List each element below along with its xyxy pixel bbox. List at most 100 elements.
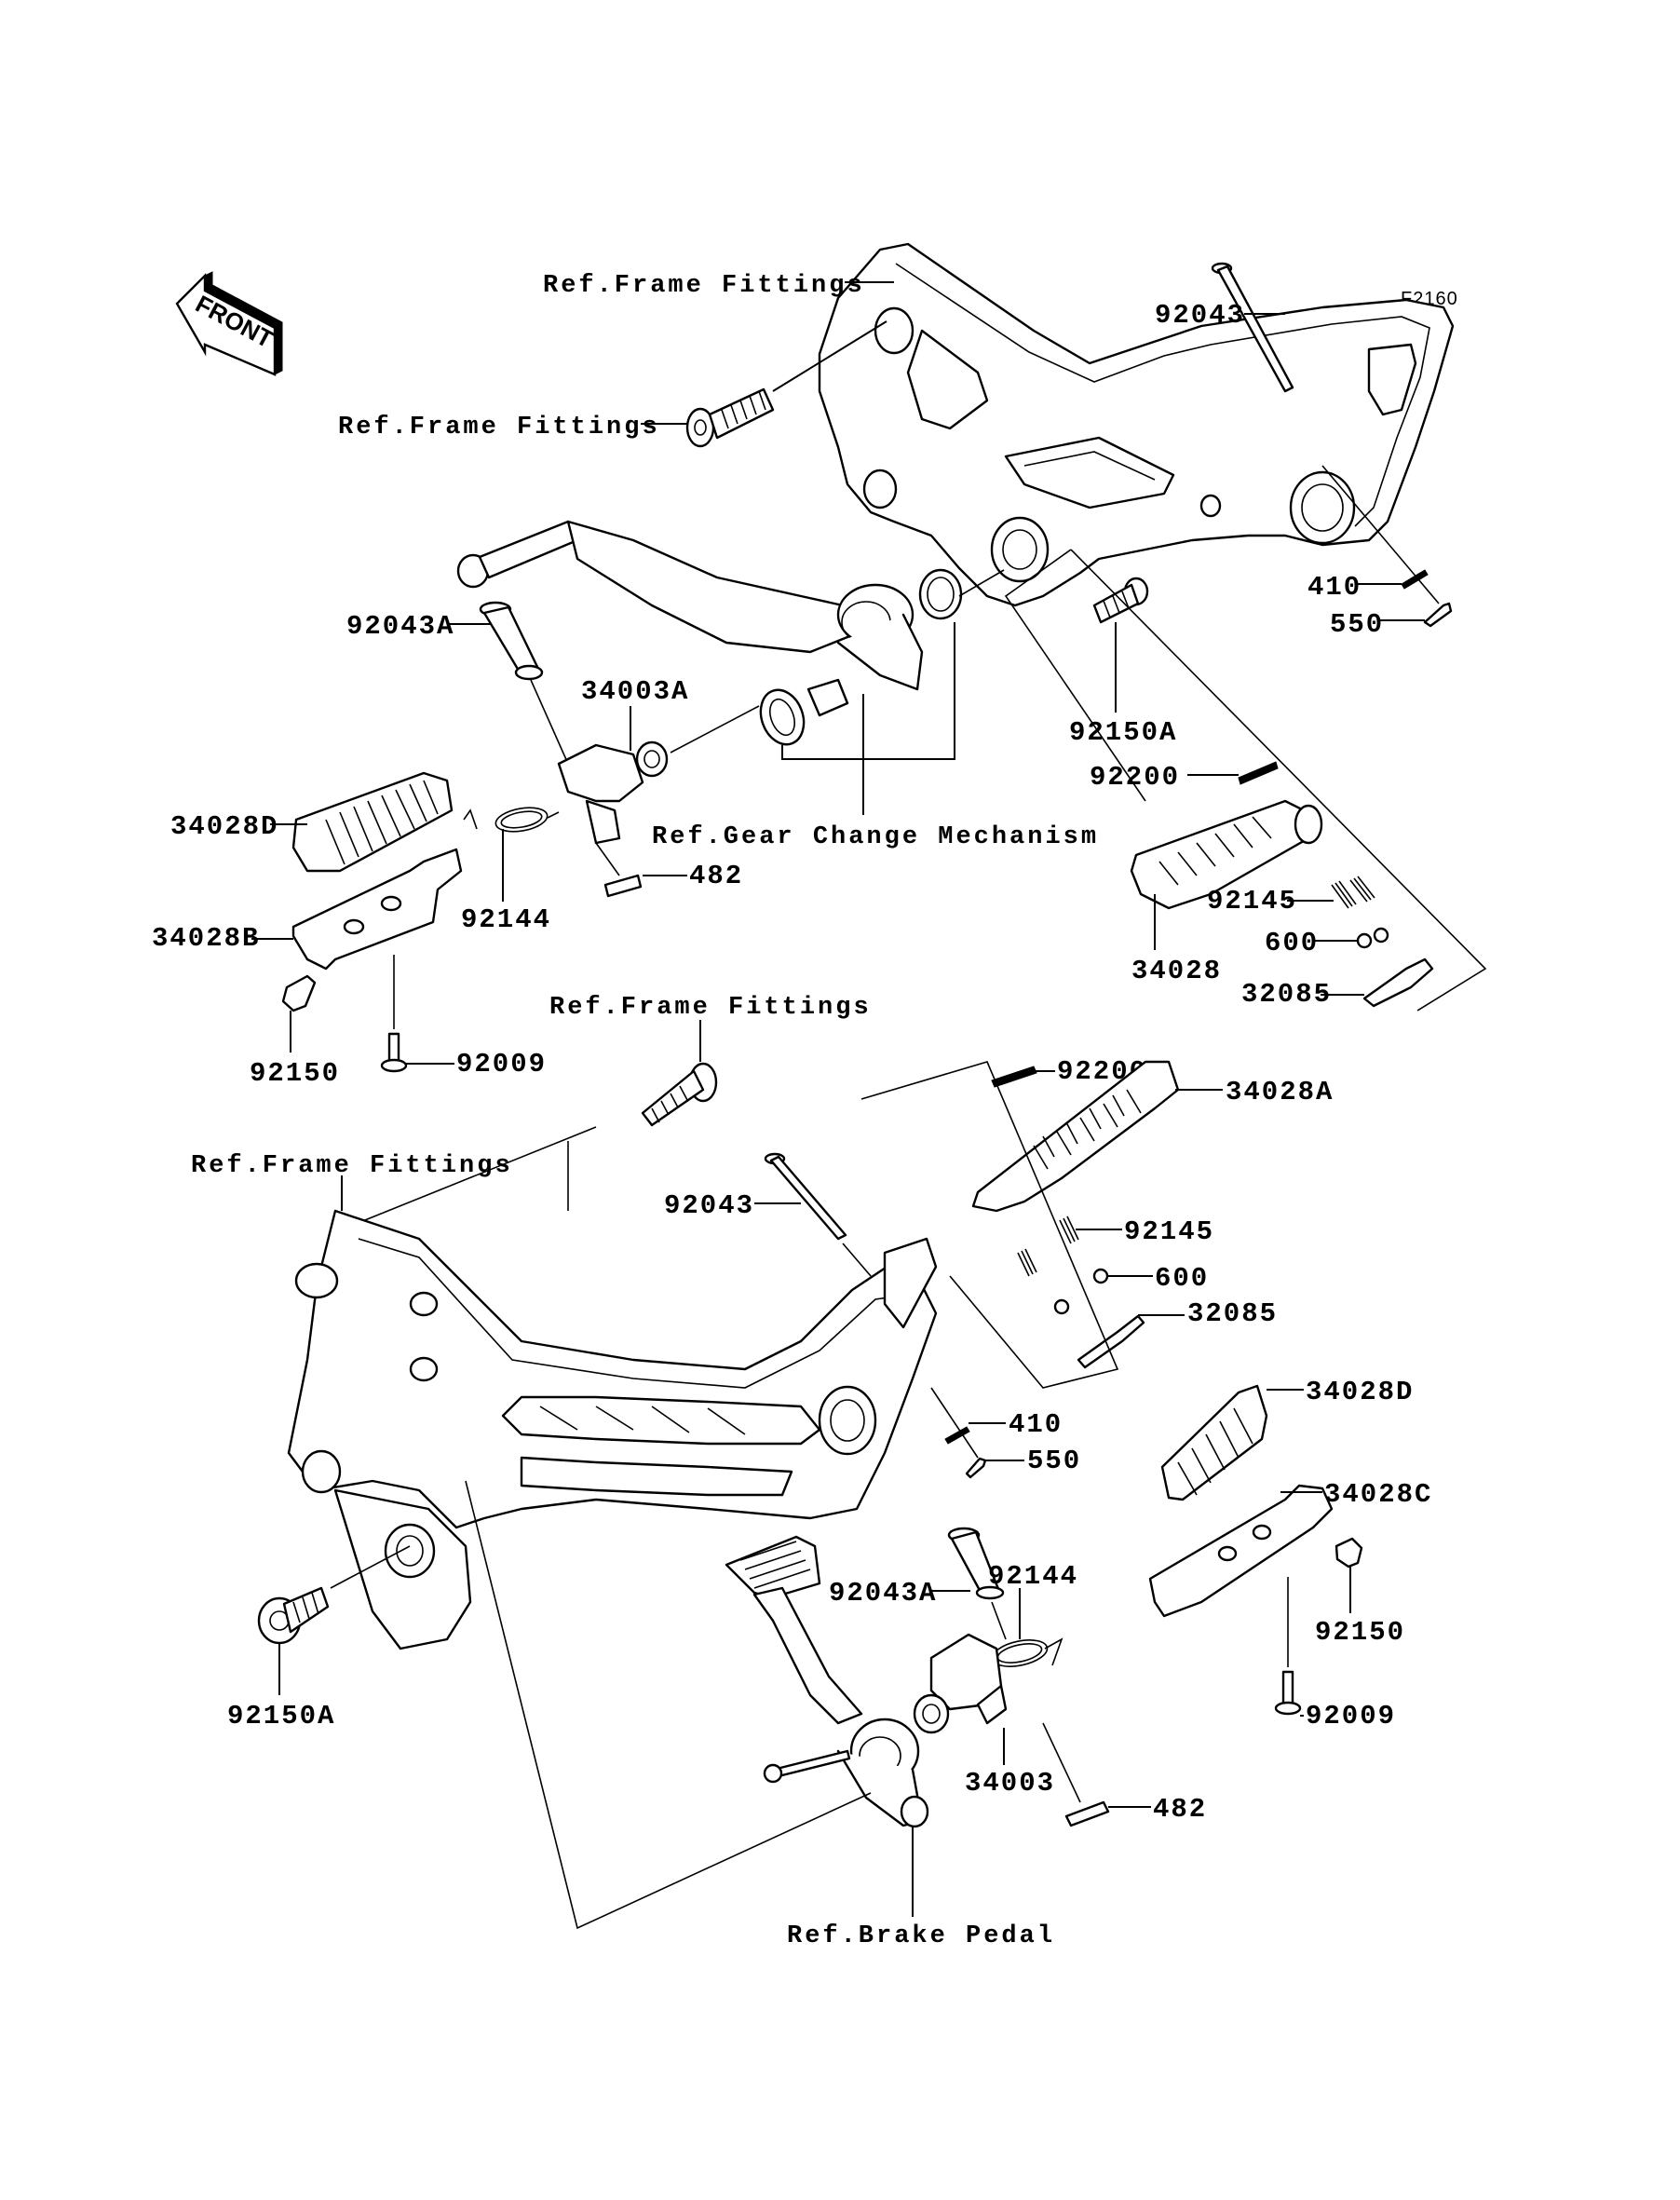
leader-line — [1321, 465, 1440, 604]
part-label-92150A-lower: 92150A — [227, 1701, 335, 1731]
part-label-550-lower: 550 — [1027, 1446, 1081, 1476]
ball-600-lower — [1053, 1298, 1070, 1315]
part-label-34028D-upper: 34028D — [170, 811, 278, 842]
front-arrow-icon: FRONT — [175, 271, 283, 376]
leader-line — [670, 705, 760, 754]
part-label-92150A-upper: 92150A — [1069, 717, 1177, 748]
spring-92145-lower — [1017, 1215, 1079, 1277]
part-label-92145-lower: 92145 — [1124, 1216, 1214, 1247]
ref-gear-change-mechanism-label: Ref.Gear Change Mechanism — [652, 823, 1099, 851]
footpeg-34028B — [291, 848, 463, 971]
part-label-34003: 34003 — [965, 1768, 1055, 1799]
lower-assembly: Ref.Frame Fittings Ref.Frame Fittings — [191, 994, 1432, 1950]
lever-joint-34003 — [913, 1633, 1008, 1734]
pin-92043-lower — [764, 1152, 847, 1241]
leader-line — [330, 1545, 411, 1589]
leader-line — [530, 679, 569, 765]
leader-line — [930, 1387, 979, 1459]
part-label-92009-lower: 92009 — [1306, 1701, 1396, 1731]
bolt-92150A-upper — [1092, 577, 1149, 624]
ref-frame-fittings-label-2: Ref.Frame Fittings — [338, 414, 660, 441]
ref-frame-fittings-label-4: Ref.Frame Fittings — [191, 1152, 513, 1180]
ball-600-upper — [1356, 932, 1373, 949]
leader-line — [772, 320, 887, 392]
leader-line — [991, 1601, 1007, 1640]
cotter-pin-550-upper — [1423, 602, 1453, 628]
ball-600-lower — [1092, 1268, 1109, 1284]
clip-482-lower — [1064, 1800, 1110, 1827]
part-label-34028B: 34028B — [152, 923, 260, 954]
bracket-line — [1070, 549, 1487, 1012]
leader-line — [842, 1243, 872, 1277]
leader-line — [341, 1126, 597, 1230]
ref-frame-fittings-label-3: Ref.Frame Fittings — [549, 994, 872, 1022]
part-label-34028A: 34028A — [1226, 1077, 1334, 1107]
part-label-600-lower: 600 — [1155, 1263, 1209, 1294]
brake-pedal — [725, 1535, 929, 1828]
footpeg-34028A — [971, 1060, 1180, 1213]
screw-92009-lower — [1274, 1670, 1302, 1716]
pin-92043-upper — [1211, 262, 1294, 393]
right-footrest-bracket — [818, 242, 1455, 607]
part-label-482-lower: 482 — [1153, 1794, 1207, 1825]
pin-92043A-lower — [947, 1527, 1005, 1600]
part-label-92043-upper: 92043 — [1155, 300, 1245, 331]
part-label-34028: 34028 — [1131, 956, 1222, 986]
washer-92200-upper — [1238, 761, 1279, 785]
lever-joint-34003A — [557, 740, 669, 845]
screw-92009-upper — [380, 1032, 408, 1073]
part-label-550-upper: 550 — [1330, 609, 1384, 640]
part-label-482-upper: 482 — [689, 861, 743, 891]
part-label-92150-upper: 92150 — [250, 1058, 340, 1089]
bolt-92150A-lower — [257, 1586, 330, 1645]
part-label-34028D-lower: 34028D — [1306, 1377, 1414, 1407]
washer-410-lower — [944, 1426, 970, 1445]
part-label-32085-lower: 32085 — [1187, 1298, 1278, 1329]
washer-410-upper — [1401, 569, 1429, 590]
bolt-92150-upper — [281, 974, 317, 1012]
washer-92200-lower — [991, 1066, 1037, 1088]
spring-92145-upper — [1331, 876, 1375, 909]
left-footrest-bracket — [287, 1209, 938, 1650]
part-label-410-lower: 410 — [1009, 1409, 1063, 1440]
part-label-92043A-upper: 92043A — [346, 611, 454, 642]
ref-frame-fittings-label-1: Ref.Frame Fittings — [543, 272, 865, 300]
leader-line — [595, 842, 620, 876]
part-label-92145-upper: 92145 — [1207, 886, 1297, 917]
ball-600-upper — [1373, 927, 1389, 944]
bracket-line — [781, 622, 955, 760]
ref-brake-pedal-label: Ref.Brake Pedal — [787, 1922, 1055, 1950]
footpeg-34028 — [1130, 799, 1323, 910]
part-label-92009-upper: 92009 — [456, 1049, 547, 1080]
shift-lever — [456, 520, 963, 746]
part-label-92144-upper: 92144 — [461, 904, 551, 935]
part-label-92200-upper: 92200 — [1090, 762, 1180, 793]
upper-assembly: Ref.Frame Fittings Ref.Frame Fittings 92… — [152, 242, 1487, 1089]
part-label-410-upper: 410 — [1307, 572, 1362, 603]
part-label-600-upper: 600 — [1265, 928, 1319, 958]
frame-bolt-lower — [641, 1062, 718, 1127]
part-label-92043-lower: 92043 — [664, 1190, 754, 1221]
part-label-32085-upper: 32085 — [1241, 979, 1332, 1010]
leader-line — [958, 569, 1005, 597]
footpeg-34028C — [1148, 1484, 1334, 1618]
leader-line — [1042, 1722, 1081, 1803]
bracket-line — [860, 1061, 1119, 1389]
spring-92144-upper — [463, 807, 560, 833]
bolt-92150-lower — [1335, 1537, 1363, 1569]
part-label-34003A: 34003A — [581, 676, 689, 707]
plate-32085-upper — [1362, 957, 1434, 1008]
footpeg-rubber-34028D-lower — [1160, 1384, 1268, 1501]
footpeg-rubber-34028D-upper — [291, 771, 454, 873]
plate-32085-lower — [1077, 1314, 1145, 1369]
pin-92043A-upper — [479, 601, 544, 681]
frame-bolt-upper — [685, 387, 775, 448]
part-label-92150-lower: 92150 — [1315, 1617, 1405, 1648]
bracket-line — [1004, 549, 1146, 802]
part-label-34028C: 34028C — [1324, 1479, 1432, 1510]
clip-482-upper — [603, 874, 643, 898]
part-label-92144-lower: 92144 — [988, 1561, 1078, 1592]
bracket-line — [465, 1480, 872, 1930]
cotter-pin-550-lower — [965, 1457, 987, 1479]
